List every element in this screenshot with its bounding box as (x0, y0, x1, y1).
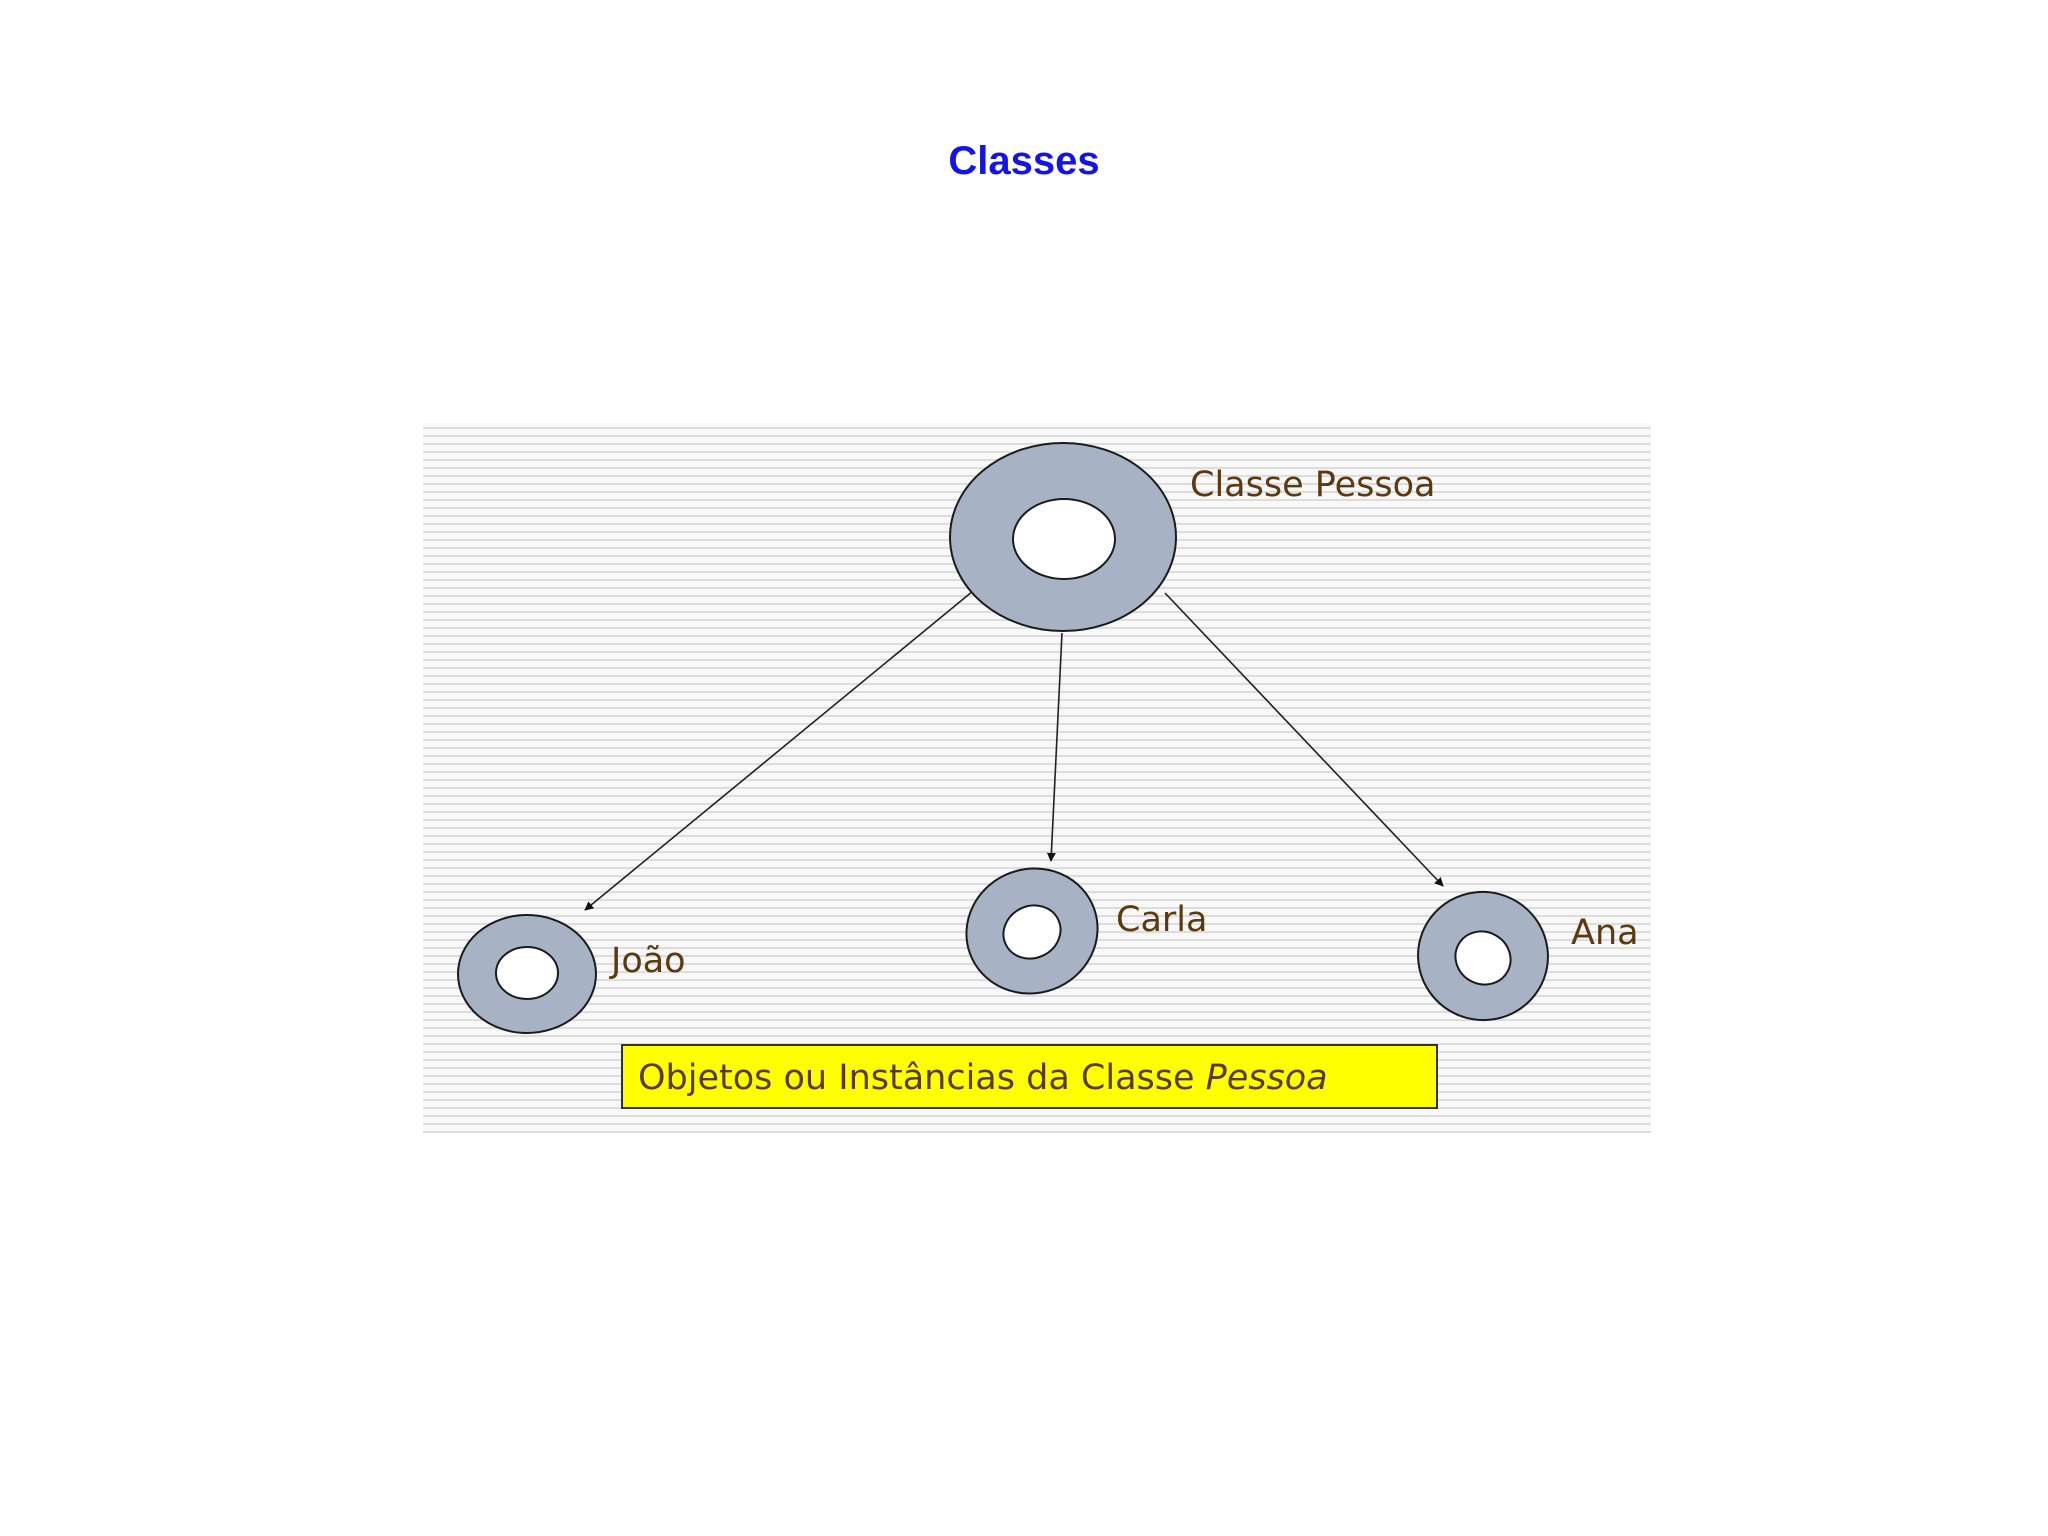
caption-emphasis: Pessoa (1206, 1058, 1328, 1098)
class-node-label: Classe Pessoa (1190, 465, 1435, 505)
arrow-to-carla (1046, 632, 1063, 862)
class-ring-hole (1012, 498, 1116, 580)
object-ring-hole (1454, 930, 1512, 986)
object-node-joao (457, 914, 597, 1034)
object-node-carla (965, 867, 1099, 995)
object-node-ana (1417, 890, 1549, 1022)
arrow-to-joao (584, 590, 974, 911)
object-ring-hole (495, 946, 559, 1000)
class-node-pessoa (949, 442, 1177, 632)
class-diagram: Classe Pessoa João Carla Ana Objetos ou … (423, 423, 1651, 1133)
caption-text: Objetos ou Instâncias da Classe Pessoa (638, 1058, 1328, 1098)
diagram-canvas: Classe Pessoa João Carla Ana Objetos ou … (423, 423, 1651, 1133)
object-label-carla: Carla (1116, 900, 1207, 940)
arrow-to-ana (1164, 592, 1444, 887)
object-label-ana: Ana (1571, 913, 1639, 953)
caption-box (621, 1044, 1438, 1109)
caption-main-text: Objetos ou Instâncias da Classe (638, 1058, 1206, 1098)
object-label-joao: João (609, 941, 686, 981)
page-title: Classes (948, 139, 1100, 183)
object-ring-hole (1002, 904, 1062, 960)
